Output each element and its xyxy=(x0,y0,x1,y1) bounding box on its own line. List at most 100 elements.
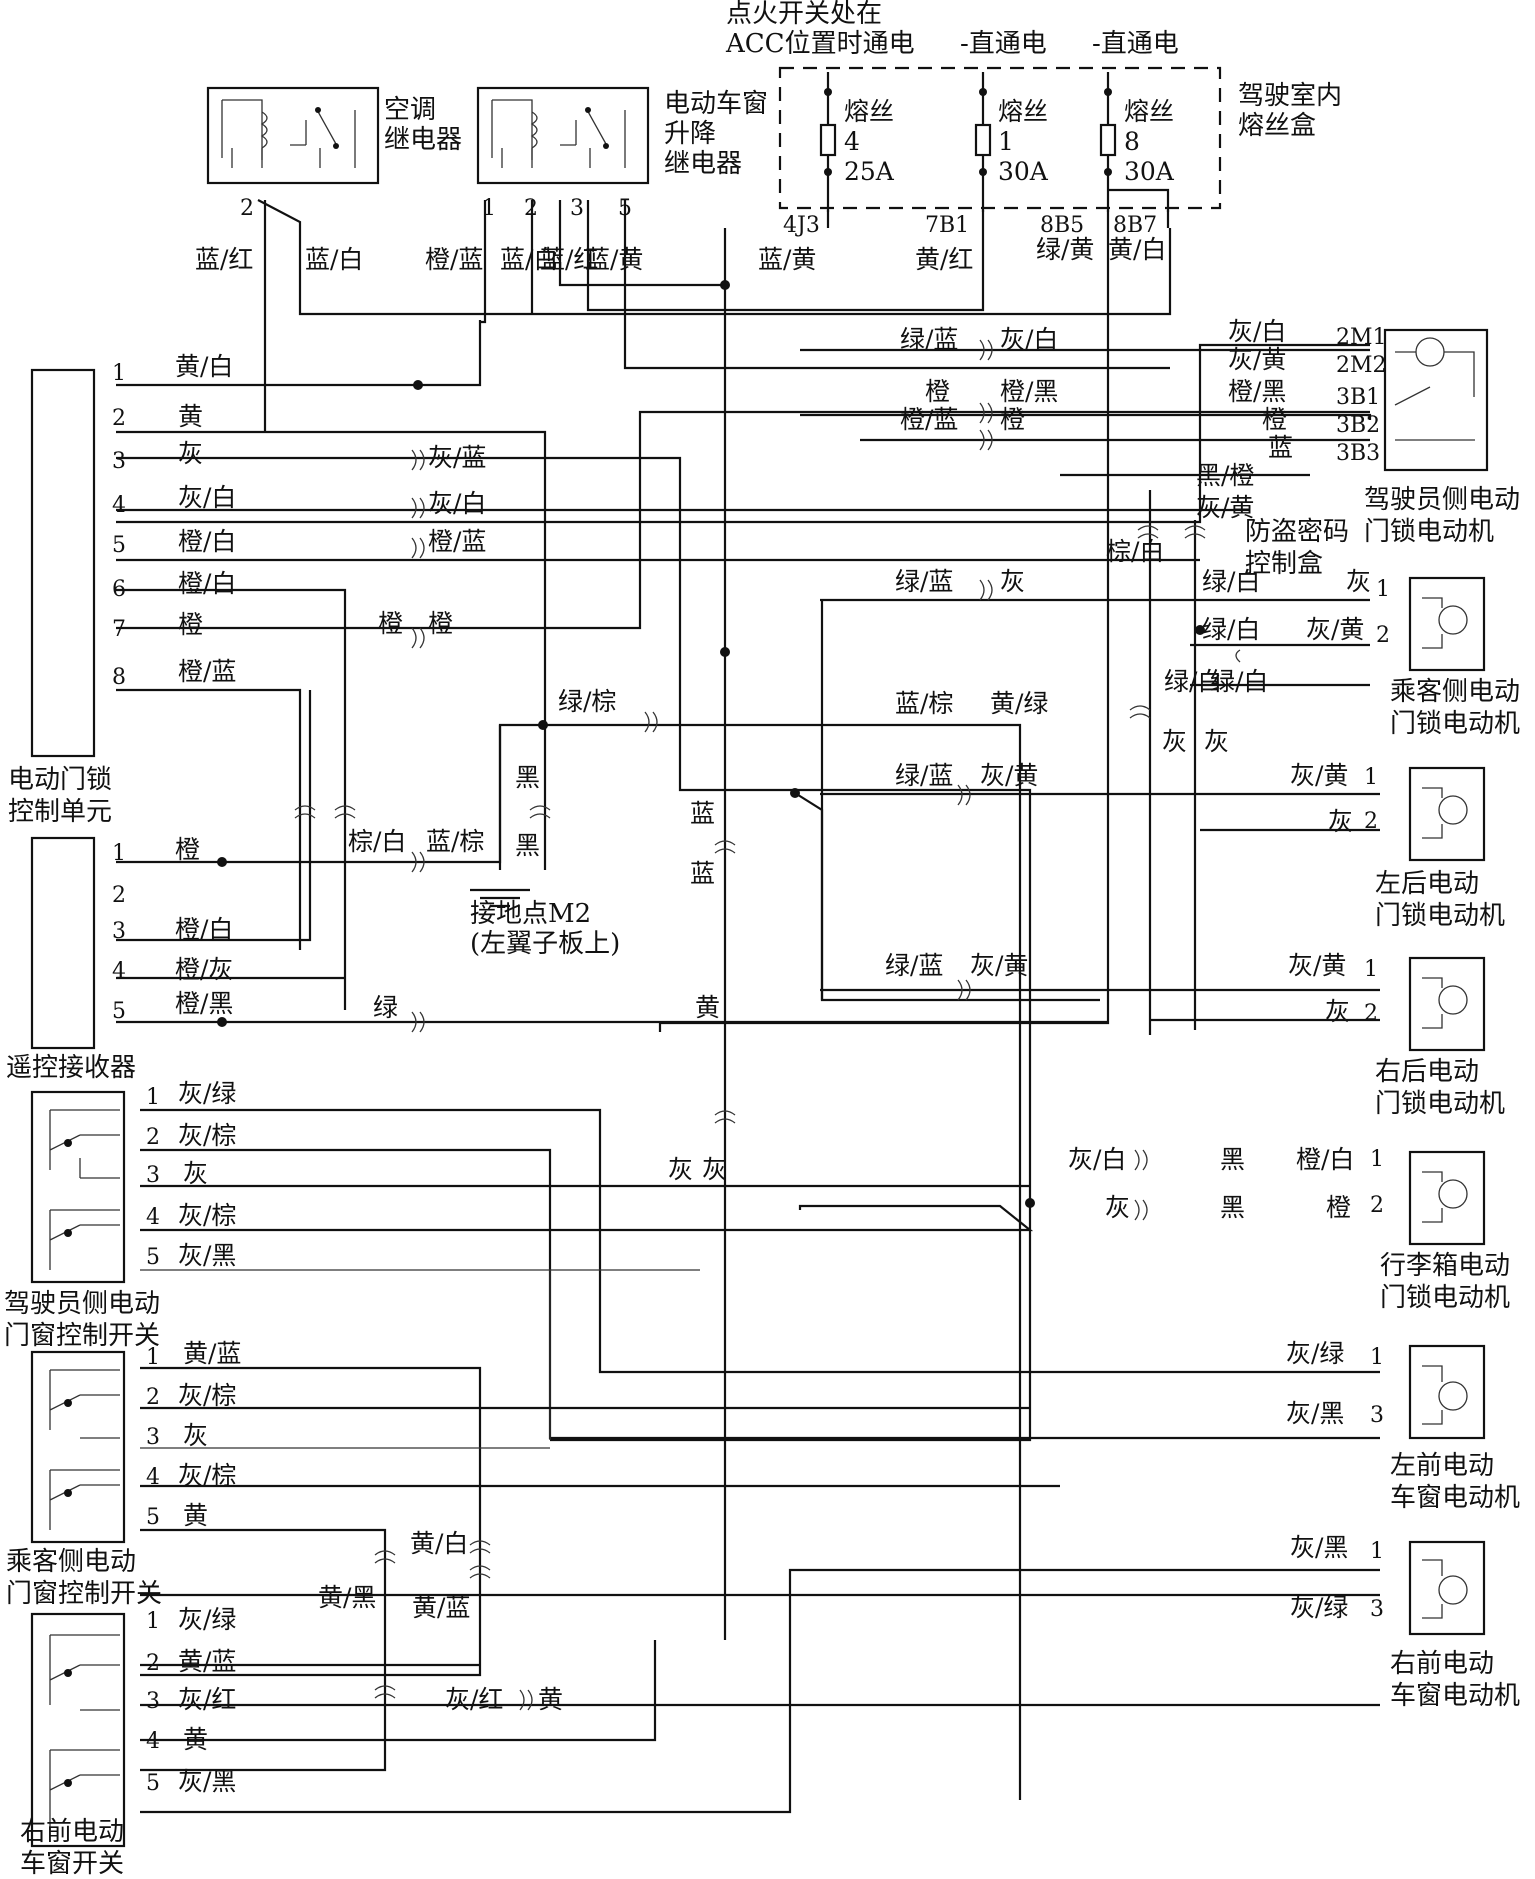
switch-internals xyxy=(49,1109,120,1830)
wire-color-label: 橙/蓝 xyxy=(178,657,236,686)
wire-color-label: 橙/蓝 xyxy=(900,405,958,434)
junction-dots xyxy=(217,280,1205,1208)
wire-color-label: 灰 xyxy=(668,1155,693,1184)
acc-power-label: 点火开关处在 xyxy=(726,0,882,29)
fuse-rating: 30A xyxy=(998,157,1049,186)
wire-color-label: 灰/绿 xyxy=(178,1079,236,1108)
wire-color-label: 蓝/黄 xyxy=(758,245,816,274)
wire-color-label: 黄 xyxy=(183,1501,208,1530)
wire-color-label: 黑 xyxy=(515,763,540,792)
fuse-number: 1 xyxy=(998,127,1014,156)
wire-color-label: 灰/蓝 xyxy=(428,443,486,472)
motor-pin: 2M1 xyxy=(1336,325,1387,350)
ecu-pin: 1 xyxy=(112,361,126,386)
wire-color-label: 绿/蓝 xyxy=(900,325,958,354)
wire-color-label: 黑 xyxy=(515,831,540,860)
rr-lock-motor-label: 门锁电动机 xyxy=(1375,1089,1505,1119)
wire-color-label: 黑 xyxy=(1220,1145,1245,1174)
wire-color-label: 黑/橙 xyxy=(1196,461,1254,490)
wire-color-label: 蓝/白 xyxy=(305,245,363,274)
wire-color-label: 灰/白 xyxy=(1228,317,1286,346)
wire-color-label: 灰 xyxy=(1000,567,1025,596)
direct-power-2-label: -直通电 xyxy=(1092,29,1179,59)
motor-pin: 1 xyxy=(1364,765,1378,790)
rf-window-motor-label: 车窗电动机 xyxy=(1390,1681,1520,1711)
relay-pin: 2 xyxy=(524,196,538,221)
wire-color-label: 灰/白 xyxy=(1068,1145,1126,1174)
lf-window-motor-label: 左前电动 xyxy=(1390,1451,1494,1481)
motor-pin: 1 xyxy=(1370,1345,1384,1370)
fuse-terminal: 8B7 xyxy=(1113,213,1157,238)
passenger-window-switch-label: 乘客侧电动 xyxy=(6,1547,136,1577)
wire-color-label: 灰/棕 xyxy=(178,1121,236,1150)
driver-window-switch-label: 门窗控制开关 xyxy=(4,1321,160,1351)
wire-color-label: 灰 xyxy=(1328,807,1353,836)
remote-rx-box xyxy=(30,836,96,1050)
wire-color-label: 橙/蓝 xyxy=(428,527,486,556)
wire-color-label: 绿/白 xyxy=(1210,667,1268,696)
trunk-lock-motor-box xyxy=(1408,1150,1486,1246)
wire-color-label: 黄 xyxy=(183,1725,208,1754)
wire-color-label: 橙/灰 xyxy=(175,955,233,984)
remote-pin: 2 xyxy=(112,883,126,908)
antitheft-label: 控制盒 xyxy=(1245,549,1323,579)
remote-pin: 1 xyxy=(112,841,126,866)
motor-pin: 2 xyxy=(1370,1193,1384,1218)
passenger-window-switch-label: 门窗控制开关 xyxy=(6,1579,162,1609)
wire-color-label: 橙/黑 xyxy=(1228,377,1286,406)
wire-color-label: 蓝/红 xyxy=(195,245,253,274)
wire-color-label: 灰/绿 xyxy=(178,1605,236,1634)
window-relay-label: 电动车窗 xyxy=(664,89,768,119)
rf-switch-box xyxy=(30,1612,126,1848)
wire-color-label: 蓝 xyxy=(1268,433,1293,462)
fuse-terminal: 8B5 xyxy=(1040,213,1084,238)
trunk-lock-motor-label: 门锁电动机 xyxy=(1380,1283,1510,1313)
switch-pin: 1 xyxy=(146,1085,160,1110)
wire-color-label: 灰 xyxy=(183,1159,208,1188)
wire-color-label: 灰/绿 xyxy=(1286,1339,1344,1368)
lock-ecu-label: 控制单元 xyxy=(8,797,112,827)
fusebox-label: 驾驶室内 xyxy=(1238,81,1342,111)
switch-pin: 4 xyxy=(146,1729,160,1754)
wire-color-label: 绿/蓝 xyxy=(895,761,953,790)
ecu-pin: 7 xyxy=(112,617,126,642)
motor-pin: 1 xyxy=(1364,957,1378,982)
fuse-name: 熔丝 xyxy=(1124,97,1174,126)
wire-color-label: 橙/白 xyxy=(178,527,236,556)
wire-color-label: 橙/蓝 xyxy=(425,245,483,274)
wire-color-label: 黄/绿 xyxy=(990,689,1048,718)
rr-lock-motor-box xyxy=(1408,956,1486,1052)
wire-color-label: 橙/黑 xyxy=(1000,377,1058,406)
fuse-terminal: 4J3 xyxy=(783,213,820,238)
passenger-lock-motor-label: 乘客侧电动 xyxy=(1390,677,1520,707)
passenger-lock-motor-label: 门锁电动机 xyxy=(1390,709,1520,739)
remote-pin: 5 xyxy=(112,999,126,1024)
wire-color-label: 黄/红 xyxy=(915,245,973,274)
fusebox-label: 熔丝盒 xyxy=(1238,111,1316,141)
wire-color-label: 橙 xyxy=(1326,1193,1351,1222)
remote-rx-label: 遥控接收器 xyxy=(6,1053,136,1083)
motor-pin: 1 xyxy=(1376,577,1390,602)
wire-color-label: 灰 xyxy=(1162,727,1187,756)
wire-color-label: 蓝/棕 xyxy=(895,689,953,718)
wire-color-label: 橙/黑 xyxy=(175,989,233,1018)
remote-pin: 4 xyxy=(112,959,126,984)
fuse-name: 熔丝 xyxy=(844,97,894,126)
wire-color-label: 黄/白 xyxy=(1108,235,1166,264)
wire-color-label: 灰/黄 xyxy=(1306,615,1364,644)
fuse-rating: 25A xyxy=(844,157,895,186)
wire-color-label: 灰/白 xyxy=(428,489,486,518)
wire-color-label: 灰 xyxy=(1105,1193,1130,1222)
ground-label: (左翼子板上) xyxy=(470,929,620,959)
wire-color-label: 灰/黄 xyxy=(1288,951,1346,980)
motor-pin: 2 xyxy=(1376,623,1390,648)
wire-color-label: 灰/黄 xyxy=(1290,761,1348,790)
wire-color-label: 灰/白 xyxy=(1000,325,1058,354)
motor-pin: 3B1 xyxy=(1336,385,1380,410)
window-relay-label: 继电器 xyxy=(664,149,742,179)
rf-window-switch-label: 右前电动 xyxy=(20,1817,124,1847)
wire-color-label: 绿/棕 xyxy=(558,687,616,716)
wire-color-label: 绿 xyxy=(373,993,398,1022)
wire-color-label: 橙 xyxy=(175,835,200,864)
driver-switch-box xyxy=(30,1090,126,1284)
